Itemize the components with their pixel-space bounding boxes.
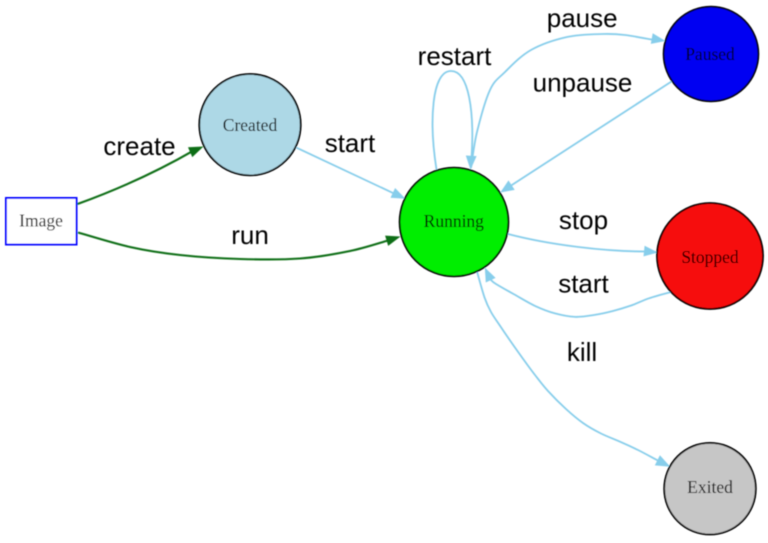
svg-text:start: start [325, 128, 376, 158]
svg-text:unpause: unpause [533, 68, 633, 98]
svg-text:Exited: Exited [687, 477, 733, 497]
svg-text:Paused: Paused [685, 44, 735, 64]
svg-text:stop: stop [559, 205, 608, 235]
svg-text:Created: Created [223, 115, 278, 135]
svg-text:pause: pause [547, 3, 618, 33]
svg-text:create: create [103, 131, 175, 161]
svg-text:Running: Running [424, 211, 485, 231]
svg-text:kill: kill [567, 337, 597, 367]
svg-text:run: run [231, 220, 269, 250]
svg-text:restart: restart [418, 41, 492, 71]
svg-text:Image: Image [19, 210, 63, 230]
svg-text:Stopped: Stopped [681, 247, 739, 267]
svg-text:start: start [558, 269, 609, 299]
